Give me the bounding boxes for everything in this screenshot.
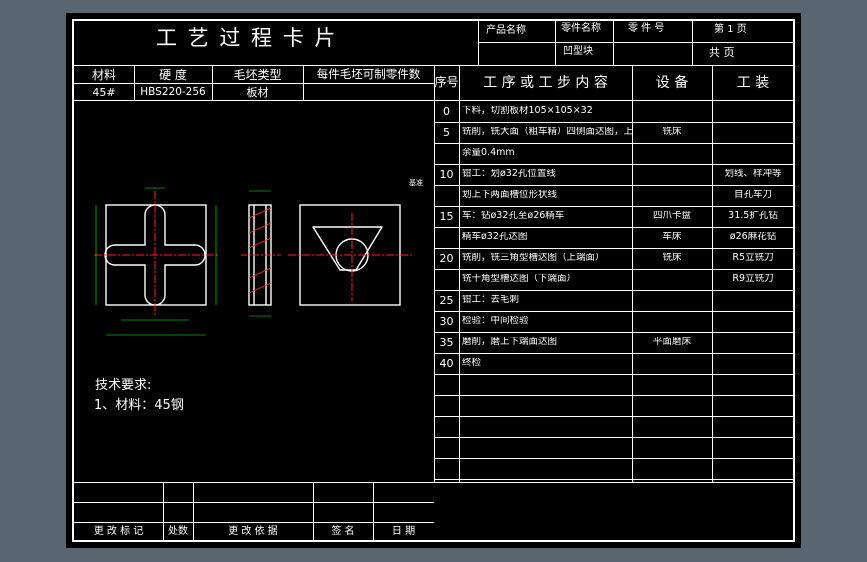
process-row-line (434, 479, 794, 480)
process-cell-tool: ø26麻花钻 (729, 232, 777, 242)
blank-type-value: 板材 (246, 86, 269, 99)
process-row-line (434, 122, 794, 123)
part-no-label: 零 件 号 (628, 23, 665, 34)
process-cell-content: 钳工：划ø32孔位置线 (462, 169, 556, 179)
tech-req-item: 1、材料：45钢 (94, 398, 184, 413)
process-cell-equip: 车床 (662, 232, 682, 242)
product-name-label: 产品名称 (486, 25, 526, 36)
col-equipment-header: 设 备 (655, 75, 689, 91)
process-cell-content: 钳工：去毛刺 (462, 295, 520, 305)
process-row-line (434, 164, 794, 165)
process-cell-no: 20 (439, 253, 454, 264)
hardness-header: 硬 度 (159, 68, 187, 82)
footer-count: 处数 (168, 526, 188, 537)
process-row-line (434, 206, 794, 207)
process-row-line (434, 332, 794, 333)
process-cell-no: 15 (439, 211, 454, 222)
material-value: 45# (92, 86, 116, 99)
process-cell-equip: 平面磨床 (652, 337, 691, 347)
process-cell-content: 磨削，磨上下端面达图 (462, 337, 558, 347)
parts-per-blank-header: 每件毛坯可制零件数 (316, 67, 421, 81)
process-row-line (434, 458, 794, 459)
process-cell-content: 检验：中间检验 (462, 316, 529, 326)
process-cell-content: 精车ø32孔达图 (462, 232, 528, 242)
process-cell-tool: 划线、样冲等 (724, 169, 782, 179)
material-header: 材料 (91, 68, 116, 82)
process-cell-content: 余量0.4mm (462, 148, 515, 158)
process-row-line (434, 395, 794, 396)
hardness-value: HBS220-256 (140, 86, 206, 98)
process-cell-no: 0 (443, 106, 450, 117)
total-pages-label: 共 页 (709, 46, 735, 59)
process-row-line (434, 311, 794, 312)
process-row-line (434, 143, 794, 144)
side-view-section (248, 207, 272, 294)
footer-date: 日 期 (391, 526, 416, 537)
blank-type-header: 毛坯类型 (233, 68, 282, 82)
process-cell-content: 划上下两面槽位形状线 (462, 190, 558, 200)
process-cell-no: 40 (439, 358, 454, 369)
footer-signature: 签 名 (331, 526, 355, 537)
process-row-line (434, 353, 794, 354)
dimension-lines (95, 187, 271, 336)
col-content-header: 工 序 或 工 步 内 容 (483, 75, 608, 91)
outer-frame (72, 19, 795, 542)
footer-change-mark: 更 改 标 记 (93, 526, 144, 537)
process-row-line (434, 416, 794, 417)
process-cell-no: 10 (439, 169, 454, 180)
process-row-line (434, 185, 794, 186)
process-cell-tool: R5立铣刀 (732, 253, 774, 263)
process-cell-no: 25 (439, 295, 454, 306)
process-row-line (434, 290, 794, 291)
process-row-line (434, 374, 794, 375)
footer-change-basis: 更 改 依 据 (228, 526, 278, 537)
process-cell-tool: R9立铣刀 (732, 274, 774, 284)
process-cell-tool: 31.5扩孔钻 (728, 211, 778, 221)
process-row-line (434, 437, 794, 438)
process-row-line (434, 248, 794, 249)
process-cell-tool: 自孔车刀 (733, 190, 772, 200)
drawing-sheet: 工 艺 过 程 卡 片 产品名称 零件名称 零 件 号 第 1 页 凹型块 共 … (66, 13, 801, 548)
top-view-centerlines (288, 213, 412, 301)
card-title: 工 艺 过 程 卡 片 (156, 26, 338, 50)
part-drawing (94, 187, 412, 336)
page-label: 第 1 页 (714, 24, 747, 35)
process-cell-content: 车：钻ø32孔至ø26精车 (462, 211, 565, 221)
front-view-centerlines (94, 191, 219, 315)
tech-req-title: 技术要求: (95, 378, 152, 393)
process-cell-equip: 铣床 (662, 253, 682, 263)
process-cell-no: 5 (443, 127, 450, 138)
process-row-line (434, 227, 794, 228)
datum-note: 基准 (409, 179, 423, 187)
process-cell-equip: 四爪卡盘 (652, 211, 691, 221)
part-name-label: 零件名称 (561, 23, 601, 34)
process-cell-content: 铣削，铣大面（粗车精）四侧面达图，上下面留余 (462, 127, 632, 137)
process-cell-content: 铣十角型槽达图（下端面） (462, 274, 577, 284)
col-no-header: 序号 (434, 75, 459, 89)
process-row-line (434, 269, 794, 270)
process-cell-no: 30 (439, 316, 454, 327)
part-name-value: 凹型块 (563, 46, 593, 57)
process-cell-equip: 铣床 (662, 127, 682, 137)
process-cell-content: 下料，切割板材105×105×32 (462, 106, 593, 116)
process-cell-no: 35 (439, 337, 454, 348)
process-cell-content: 铣削，铣三角型槽达图（上端面） (462, 253, 605, 263)
title-divider (74, 65, 794, 66)
col-tooling-header: 工 装 (736, 75, 770, 91)
footer-divider (74, 482, 794, 483)
process-cell-content: 终检 (462, 358, 482, 368)
